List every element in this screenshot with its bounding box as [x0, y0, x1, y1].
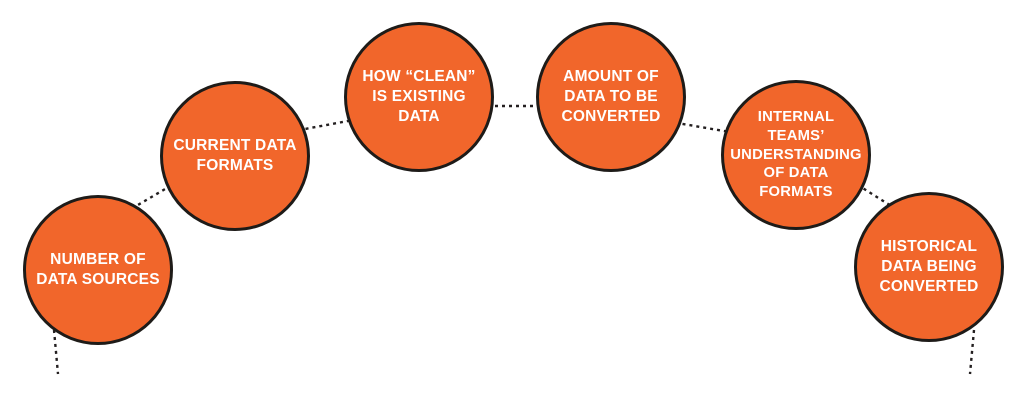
- circle-how-clean-is-existing-data: HOW “CLEAN” IS EXISTING DATA: [344, 22, 494, 172]
- circle-historical-data-being-converted: HISTORICAL DATA BEING CONVERTED: [854, 192, 1004, 342]
- circle-amount-of-data-to-be-converted: AMOUNT OF DATA TO BE CONVERTED: [536, 22, 686, 172]
- circle-label: HOW “CLEAN” IS EXISTING DATA: [362, 68, 476, 125]
- circle-internal-teams-understanding-of-data-formats: INTERNAL TEAMS’ UNDERSTANDING OF DATA FO…: [721, 80, 871, 230]
- circle-label: AMOUNT OF DATA TO BE CONVERTED: [561, 68, 661, 125]
- circle-label: INTERNAL TEAMS’ UNDERSTANDING OF DATA FO…: [730, 109, 862, 201]
- circle-number-of-data-sources: NUMBER OF DATA SOURCES: [23, 195, 173, 345]
- circle-label: NUMBER OF DATA SOURCES: [36, 251, 160, 288]
- dotted-tail-right: [968, 329, 976, 375]
- circle-label: CURRENT DATA FORMATS: [173, 137, 297, 174]
- circle-label: HISTORICAL DATA BEING CONVERTED: [879, 238, 979, 295]
- dotted-tail-left: [52, 329, 60, 375]
- circle-current-data-formats: CURRENT DATA FORMATS: [160, 81, 310, 231]
